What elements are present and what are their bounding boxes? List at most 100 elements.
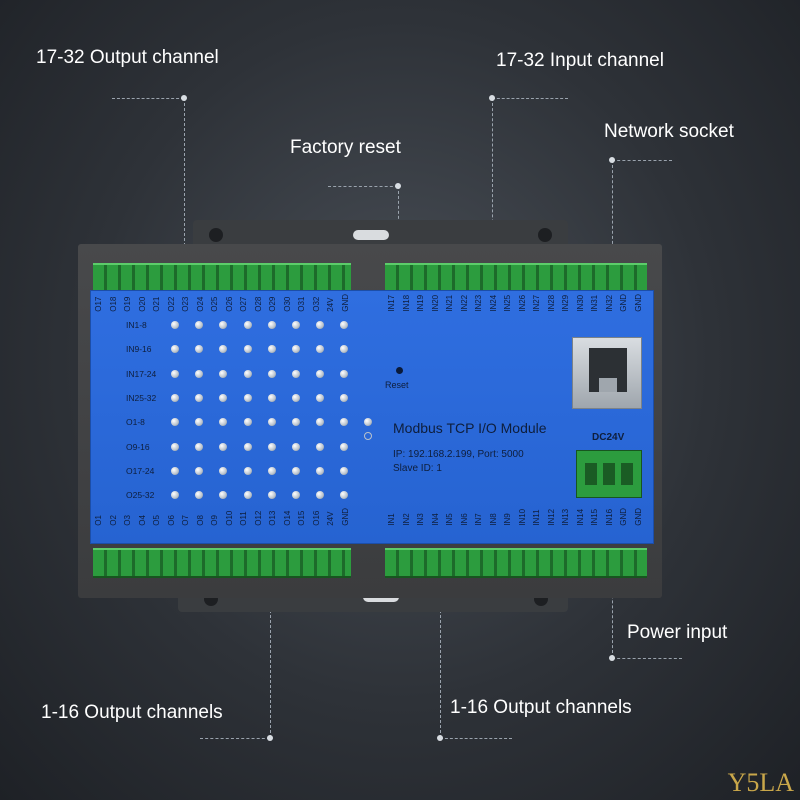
pin-label: IN29	[561, 294, 570, 312]
power-terminal	[621, 463, 633, 485]
led-indicator	[219, 442, 228, 451]
led-indicator	[292, 345, 300, 354]
power-connector[interactable]	[576, 450, 642, 498]
callout-power-input: Power input	[627, 622, 728, 643]
pin-label: IN20	[430, 294, 440, 312]
led-row-label: IN25-32	[126, 392, 157, 403]
leader-dot	[609, 157, 615, 163]
pin-label: IN8	[488, 513, 498, 526]
led-indicator	[171, 491, 179, 500]
terminal-block-top-right	[385, 263, 647, 293]
led-indicator	[219, 418, 228, 427]
ethernet-port[interactable]	[572, 337, 642, 409]
pin-label: O9	[210, 515, 219, 526]
led-indicator	[340, 418, 349, 427]
reset-button[interactable]	[396, 367, 403, 374]
led-indicator	[316, 466, 325, 475]
led-indicator	[340, 442, 349, 451]
led-indicator	[195, 345, 204, 354]
leader-dot	[489, 95, 495, 101]
led-indicator	[195, 466, 204, 475]
pin-label: O19	[123, 296, 132, 312]
pin-label: IN30	[575, 294, 585, 312]
led-indicator	[267, 418, 276, 427]
pin-label: O11	[239, 511, 248, 526]
led-indicator	[195, 321, 204, 329]
pin-label: IN4	[430, 513, 440, 526]
led-indicator	[316, 321, 325, 329]
pin-label: IN28	[546, 294, 556, 312]
led-indicator	[267, 442, 276, 451]
leader-line	[612, 658, 682, 659]
led-indicator	[171, 321, 179, 329]
callout-17-32-output: 17-32 Output channel	[36, 47, 219, 68]
led-indicator	[243, 369, 252, 378]
pin-label: GND	[340, 508, 350, 526]
pin-label: O1	[94, 515, 103, 526]
callout-17-32-input: 17-32 Input channel	[496, 50, 664, 71]
led-indicator	[292, 491, 300, 500]
pin-label: IN3	[416, 513, 425, 526]
led-indicator	[171, 466, 179, 475]
pin-label: O6	[166, 515, 176, 526]
status-led	[364, 418, 372, 426]
leader-dot	[395, 183, 401, 189]
pin-label: O10	[224, 510, 234, 526]
led-indicator	[219, 491, 228, 500]
pin-label: IN26	[517, 294, 527, 312]
leader-line	[612, 160, 672, 161]
terminal-block-bottom-left	[93, 548, 351, 578]
pin-label: GND	[633, 294, 643, 312]
led-row-label: O25-32	[126, 490, 155, 501]
module-slave-id: Slave ID: 1	[393, 463, 442, 474]
pin-label: O30	[282, 296, 292, 312]
pin-label: O26	[224, 296, 234, 312]
pin-label: IN16	[604, 508, 614, 526]
pin-label: GND	[619, 508, 628, 526]
pin-label: O24	[195, 296, 205, 312]
leader-line	[270, 560, 271, 738]
callout-1-16-output-right: 1-16 Output channels	[450, 697, 632, 718]
pin-label: O13	[268, 510, 277, 526]
pin-label: O32	[311, 296, 321, 312]
pin-label: IN15	[590, 508, 599, 526]
led-indicator	[340, 466, 349, 475]
pin-label: O27	[239, 296, 248, 312]
pin-label: 24V	[326, 297, 335, 312]
leader-line	[200, 738, 270, 739]
led-indicator	[195, 369, 204, 378]
leader-dot	[609, 655, 615, 661]
led-indicator	[292, 369, 300, 378]
led-indicator	[243, 491, 252, 500]
led-row-label: IN9-16	[126, 344, 152, 355]
led-indicator	[292, 418, 300, 427]
led-indicator	[243, 345, 252, 354]
pin-label: O17	[94, 296, 103, 312]
led-indicator	[340, 491, 349, 500]
leader-line	[440, 560, 441, 738]
pin-label: O14	[282, 510, 292, 526]
pin-label: IN1	[387, 513, 396, 526]
led-indicator	[316, 418, 325, 427]
pin-label: O16	[311, 510, 321, 526]
led-indicator	[267, 491, 276, 500]
led-indicator	[316, 369, 325, 378]
pin-label: O31	[297, 296, 306, 312]
led-indicator	[267, 345, 276, 354]
pin-label: IN22	[459, 294, 469, 312]
leader-line	[440, 738, 512, 739]
led-indicator	[171, 369, 179, 378]
led-indicator	[171, 345, 179, 354]
terminal-block-bottom-right	[385, 548, 647, 578]
led-indicator	[219, 345, 228, 354]
leader-line	[112, 98, 184, 99]
pin-label: IN5	[445, 513, 454, 526]
led-indicator	[195, 418, 204, 427]
module-ip-port: IP: 192.168.2.199, Port: 5000	[393, 449, 524, 460]
leader-line	[492, 98, 493, 268]
led-indicator	[243, 321, 252, 329]
led-indicator	[219, 369, 228, 378]
